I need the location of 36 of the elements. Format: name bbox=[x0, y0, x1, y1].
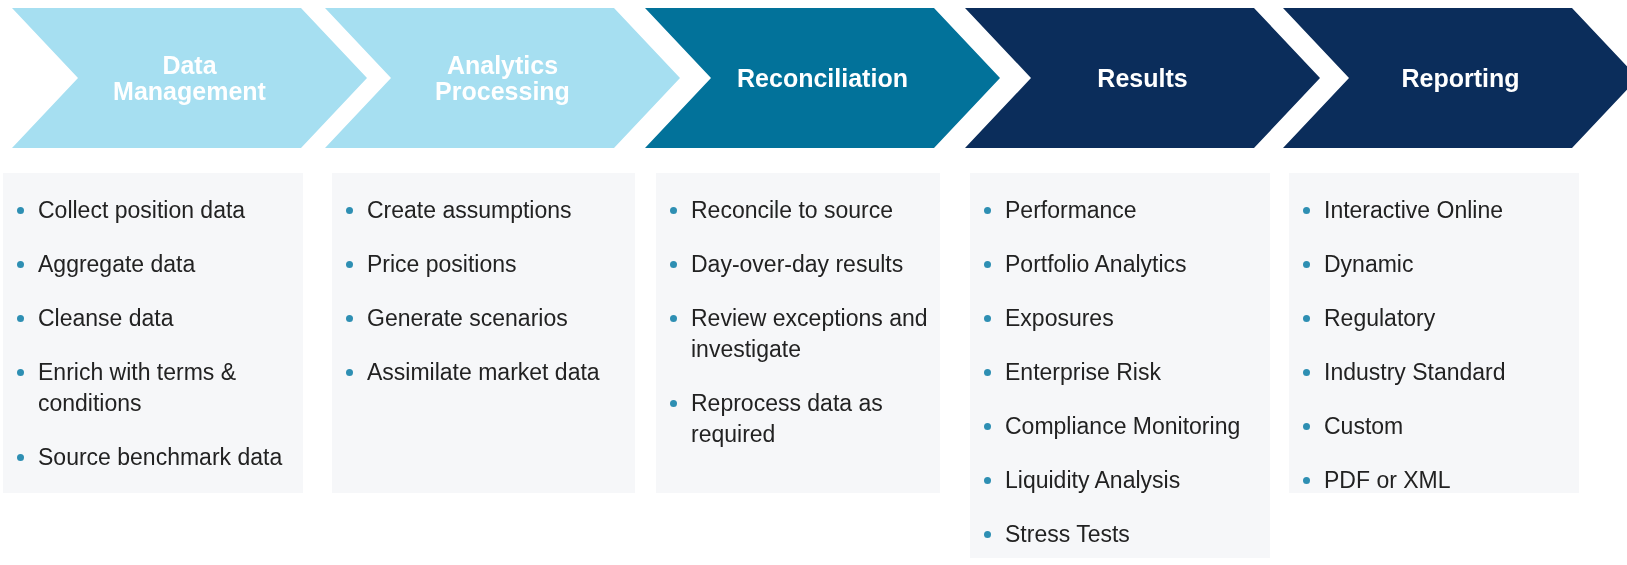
bullet-item: Industry Standard bbox=[1301, 357, 1506, 388]
bullet-item: Performance bbox=[982, 195, 1137, 226]
bullet-item: Compliance Monitoring bbox=[982, 411, 1241, 442]
bullet-item: Day-over-day results bbox=[668, 249, 904, 280]
bullet-item: Assimilate market data bbox=[344, 357, 600, 388]
bullet-item: Source benchmark data bbox=[15, 442, 283, 473]
stage-title: Reporting bbox=[1400, 64, 1521, 92]
bullet-item: Create assumptions bbox=[344, 195, 572, 226]
stage-title: Data Management bbox=[112, 51, 267, 105]
panel-background bbox=[656, 173, 940, 493]
panel-background bbox=[3, 173, 303, 493]
stage-title: Analytics Processing bbox=[434, 51, 571, 105]
bullet-item: Aggregate data bbox=[15, 249, 196, 280]
bullet-item: Cleanse data bbox=[15, 303, 174, 334]
panel-background bbox=[970, 173, 1270, 558]
bullet-item: Collect position data bbox=[15, 195, 246, 226]
bullet-item: Regulatory bbox=[1301, 303, 1436, 334]
bullet-item: Liquidity Analysis bbox=[982, 465, 1181, 496]
bullet-item: Enrich with terms & conditions bbox=[15, 357, 303, 419]
bullet-item: Portfolio Analytics bbox=[982, 249, 1187, 280]
stage-title: Reconciliation bbox=[736, 64, 909, 92]
bullet-item: Price positions bbox=[344, 249, 517, 280]
bullet-item: Generate scenarios bbox=[344, 303, 568, 334]
bullet-item: Reprocess data as required bbox=[668, 388, 940, 450]
bullet-item: Exposures bbox=[982, 303, 1114, 334]
bullet-item: Review exceptions and investigate bbox=[668, 303, 940, 365]
bullet-item: PDF or XML bbox=[1301, 465, 1451, 496]
bullet-item: Dynamic bbox=[1301, 249, 1414, 280]
bullet-item: Interactive Online bbox=[1301, 195, 1503, 226]
bullet-item: Reconcile to source bbox=[668, 195, 893, 226]
bullet-item: Stress Tests bbox=[982, 519, 1130, 550]
stage-title: Results bbox=[1096, 64, 1189, 92]
bullet-item: Enterprise Risk bbox=[982, 357, 1161, 388]
panel-background bbox=[1289, 173, 1579, 493]
panel-background bbox=[332, 173, 635, 493]
bullet-item: Custom bbox=[1301, 411, 1404, 442]
